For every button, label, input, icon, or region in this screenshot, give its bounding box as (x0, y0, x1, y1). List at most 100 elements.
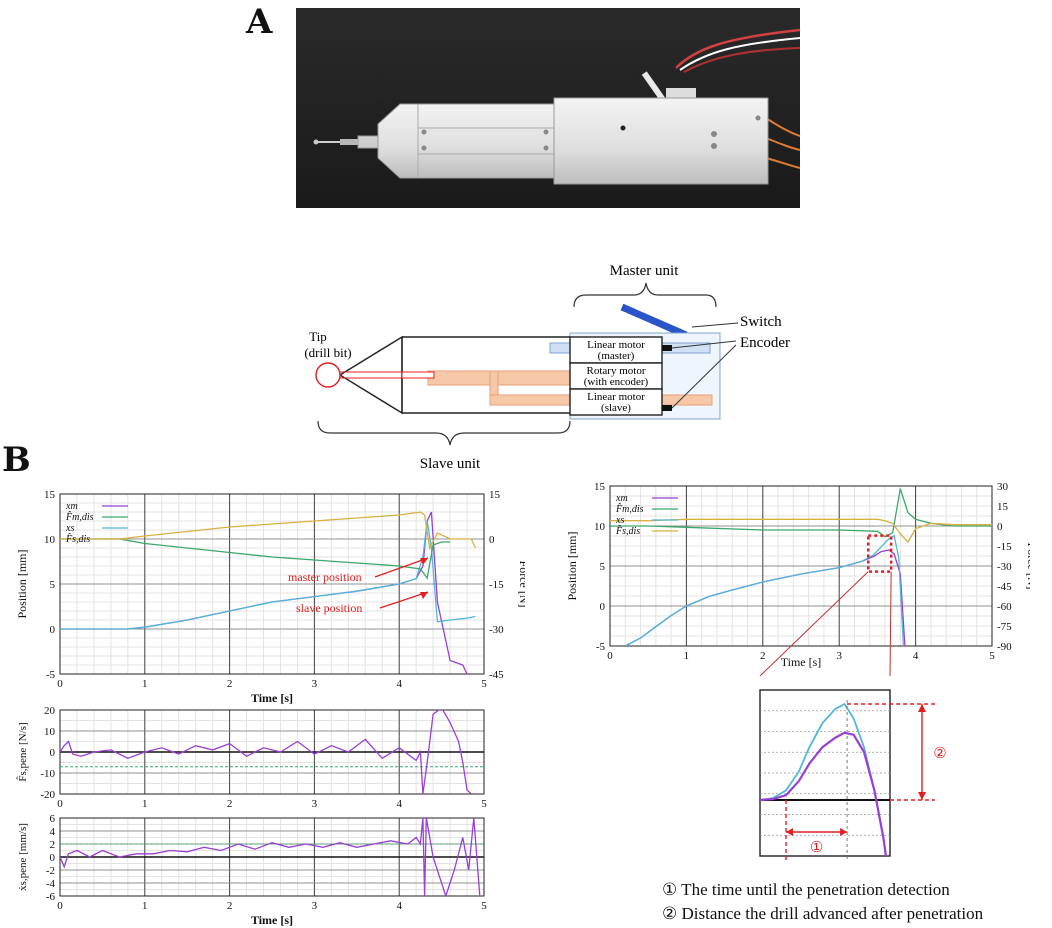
y-tick-label: 0 (50, 852, 56, 864)
x-tick-label: 4 (396, 798, 402, 810)
x-tick-label: 3 (312, 900, 318, 912)
y2-tick-label: -30 (997, 561, 1012, 573)
x-tick-label: 0 (607, 650, 613, 662)
master-unit-brace (573, 282, 717, 308)
x-tick-label: 4 (913, 650, 919, 662)
annotation-arrow-master (374, 557, 429, 578)
y-tick-label: 4 (50, 826, 56, 838)
y2-axis-label: Force [N] (517, 561, 525, 608)
x-tick-label: 3 (312, 678, 318, 690)
x-tick-label: 1 (142, 678, 148, 690)
x-tick-label: 5 (989, 650, 995, 662)
note-2: ② Distance the drill advanced after pene… (662, 904, 984, 923)
x-tick-label: 5 (481, 798, 487, 810)
y-axis-label: Position [mm] (15, 549, 29, 618)
linear-motor-slave (569, 388, 663, 416)
arrow-head (918, 704, 926, 712)
y-tick-label: 0 (50, 624, 56, 636)
legend-label: xm (615, 493, 628, 504)
x-tick-label: 2 (227, 900, 233, 912)
tip-circle (315, 362, 341, 388)
annotation-master-position: master position (288, 570, 362, 584)
legend-label: xs (615, 515, 624, 526)
zoom-connector (759, 571, 869, 676)
x-tick-label: 2 (227, 678, 233, 690)
y-tick-label: 2 (50, 839, 56, 851)
y-tick-label: 6 (50, 813, 56, 825)
y2-tick-label: -45 (997, 581, 1012, 593)
x-tick-label: 3 (836, 650, 842, 662)
series-line-x_m (624, 549, 906, 646)
y2-tick-label: -60 (997, 601, 1012, 613)
series-line-x_s (624, 534, 905, 646)
y2-tick-label: -90 (997, 641, 1012, 653)
svg-text:Linear motor: Linear motor (587, 339, 645, 351)
encoder-label: Encoder (740, 335, 790, 351)
slave-unit-brace (317, 420, 571, 446)
series-line-F̂_m,dis (60, 538, 451, 580)
x-tick-label: 0 (57, 900, 63, 912)
series-line-F̂s,pene (60, 710, 472, 794)
x-tick-label: 4 (396, 678, 402, 690)
y2-tick-label: -15 (489, 579, 504, 591)
y-tick-label: 10 (44, 726, 56, 738)
arrow-head (786, 828, 793, 836)
y2-tick-label: -45 (489, 669, 504, 681)
annotation-arrow-slave (379, 591, 429, 609)
switch-bar (620, 303, 688, 339)
panel-b-label: B (2, 440, 31, 480)
x-axis-label: Time [s] (781, 655, 822, 669)
y-tick-label: 15 (594, 481, 606, 493)
y2-tick-label: 15 (997, 501, 1009, 513)
arrow-head (420, 558, 428, 565)
legend-label: F̂s,dis (615, 524, 640, 537)
y-tick-label: -5 (596, 641, 606, 653)
y-tick-label: -5 (46, 669, 56, 681)
y-tick-label: -10 (40, 768, 55, 780)
plot-frame (59, 493, 485, 675)
svg-text:Linear motor: Linear motor (587, 391, 645, 403)
legend-label: xm (65, 501, 78, 512)
legend-label: F̂m,dis (615, 502, 644, 515)
zoom-chart: ①② (759, 689, 947, 860)
panel-a-label: A (246, 2, 273, 42)
y-tick-label: -20 (40, 789, 55, 801)
y2-tick-label: 0 (489, 534, 495, 546)
y-tick-label: 5 (600, 561, 606, 573)
tip-label-1: Tip (309, 329, 327, 344)
plot-frame (609, 485, 993, 647)
x-tick-label: 0 (57, 678, 63, 690)
x-tick-label: 1 (142, 798, 148, 810)
y-tick-label: 5 (50, 579, 56, 591)
series-line-F̂_s,dis (610, 518, 992, 544)
y-axis-label: F̂s,pene [N/s] (16, 722, 29, 781)
x-axis-label: Time [s] (251, 913, 293, 927)
x-tick-label: 1 (684, 650, 690, 662)
y-tick-label: 0 (600, 601, 606, 613)
series-line-x_s (60, 520, 476, 630)
master-unit-label: Master unit (610, 263, 680, 279)
note-1: ① The time until the penetration detecti… (662, 880, 950, 899)
slave-unit-label: Slave unit (420, 456, 481, 472)
svg-text:(slave): (slave) (601, 402, 631, 414)
x-tick-label: 5 (481, 900, 487, 912)
zoom-mark-2: ② (933, 746, 946, 762)
x-tick-label: 2 (760, 650, 766, 662)
tip-label-2: (drill bit) (304, 345, 351, 360)
switch-label: Switch (740, 314, 782, 330)
y-tick-label: 20 (44, 705, 56, 717)
y-tick-label: -2 (46, 865, 55, 877)
legend-label: xs (65, 523, 74, 534)
system-diagram: Master unit Switch Tip (drill bit) Linea… (304, 263, 790, 472)
zoom-series-x_m (760, 731, 887, 856)
legend-label: F̂m,dis (65, 510, 94, 523)
x-tick-label: 5 (481, 678, 487, 690)
y-tick-label: 10 (44, 534, 56, 546)
svg-text:Rotary motor: Rotary motor (587, 365, 646, 377)
zoom-connector (889, 571, 892, 676)
x-tick-label: 1 (142, 900, 148, 912)
